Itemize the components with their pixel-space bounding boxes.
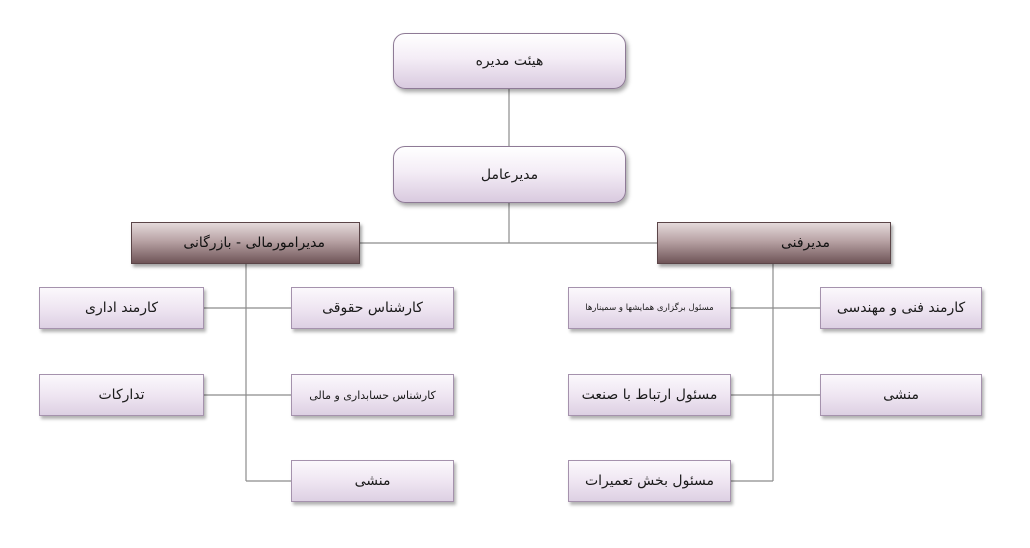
finance-manager-label: مدیرامورمالی - بازرگانی [183, 235, 325, 251]
finance-secretary-node: منشی [291, 460, 454, 502]
technical-secretary-node: منشی [820, 374, 982, 416]
legal-expert-label: کارشناس حقوقی [322, 300, 423, 316]
board-label: هیئت مدیره [475, 53, 544, 69]
seminars-officer-node: مسئول برگزاری همایشها و سمینارها [568, 287, 731, 329]
board-node: هیئت مدیره [393, 33, 626, 89]
admin-clerk-label: کارمند اداری [85, 300, 158, 316]
technical-secretary-label: منشی [883, 387, 919, 403]
finance-secretary-label: منشی [354, 473, 391, 489]
accounting-expert-node: کارشناس حسابداری و مالی [291, 374, 454, 416]
engineering-staff-label: کارمند فنی و مهندسی [836, 300, 966, 316]
finance-manager-node: مدیرامورمالی - بازرگانی [131, 222, 360, 264]
ceo-node: مدیرعامل [393, 146, 626, 203]
repairs-officer-node: مسئول بخش تعمیرات [568, 460, 731, 502]
procurement-label: تدارکات [98, 387, 145, 403]
accounting-expert-label: کارشناس حسابداری و مالی [309, 388, 436, 402]
engineering-staff-node: کارمند فنی و مهندسی [820, 287, 982, 329]
ceo-label: مدیرعامل [480, 166, 539, 183]
industry-liaison-label: مسئول ارتباط با صنعت [581, 387, 718, 403]
repairs-officer-label: مسئول بخش تعمیرات [584, 473, 715, 489]
procurement-node: تدارکات [39, 374, 204, 416]
industry-liaison-node: مسئول ارتباط با صنعت [568, 374, 731, 416]
legal-expert-node: کارشناس حقوقی [291, 287, 454, 329]
technical-manager-label: مدیرفنی [780, 235, 830, 251]
technical-manager-node: مدیرفنی [657, 222, 891, 264]
seminars-officer-label: مسئول برگزاری همایشها و سمینارها [585, 303, 714, 313]
admin-clerk-node: کارمند اداری [39, 287, 204, 329]
